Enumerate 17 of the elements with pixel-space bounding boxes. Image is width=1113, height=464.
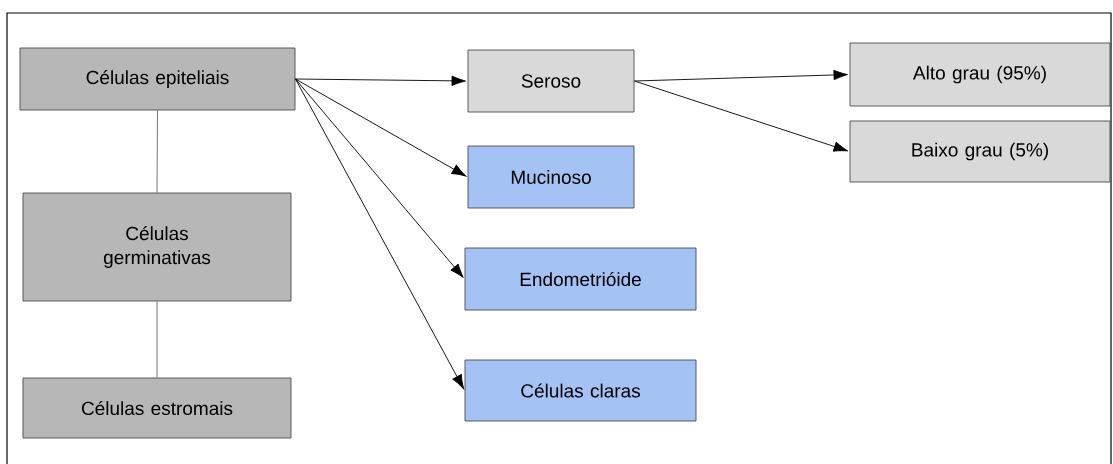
subtype-box: Seroso xyxy=(467,49,635,113)
cell-type-box: Células germinativas xyxy=(22,192,292,302)
arrow xyxy=(634,69,848,82)
subtype-box: Células claras xyxy=(464,359,697,422)
arrow xyxy=(295,78,465,390)
subtype-box: Mucinoso xyxy=(467,145,635,209)
cell-type-box: Células estromais xyxy=(22,377,292,439)
arrow xyxy=(295,78,467,177)
arrow xyxy=(634,80,849,152)
arrow xyxy=(295,78,464,278)
grade-box: Baixo grau (5%) xyxy=(849,120,1111,183)
cell-type-box: Células epiteliais xyxy=(19,47,296,111)
arrow xyxy=(295,75,466,86)
connector-line xyxy=(156,110,158,193)
connector-line xyxy=(156,301,158,378)
subtype-box: Endometrióide xyxy=(464,247,697,311)
grade-box: Alto grau (95%) xyxy=(849,42,1111,107)
